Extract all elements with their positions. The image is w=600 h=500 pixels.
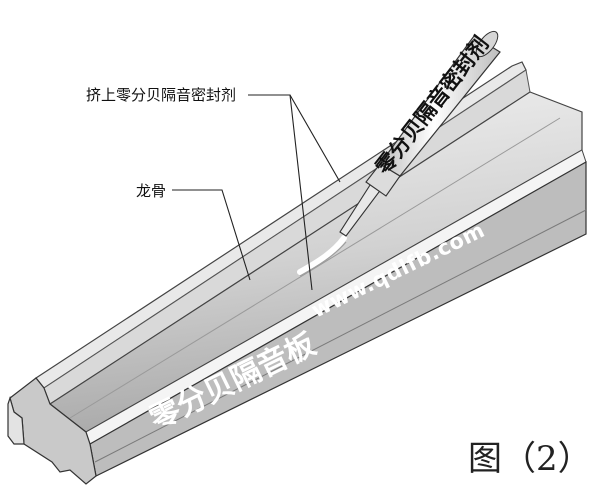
keel-groove-line bbox=[94, 209, 587, 463]
leader-lines bbox=[172, 94, 341, 291]
tube-body bbox=[379, 35, 501, 177]
keel-crease-line bbox=[69, 117, 561, 419]
tube-end bbox=[475, 30, 499, 58]
keel-profile bbox=[7, 61, 587, 485]
sealant-label: 挤上零分贝隔音密封剂 bbox=[86, 86, 236, 104]
sealant-bead-shadow bbox=[299, 241, 347, 277]
sealant-leader-branch bbox=[289, 94, 341, 183]
keel-end-lip bbox=[7, 395, 25, 445]
figure-label: 图（2） bbox=[468, 439, 592, 479]
sealant-bead bbox=[297, 235, 347, 275]
keel-leader bbox=[172, 189, 251, 281]
keel-label: 龙骨 bbox=[136, 182, 166, 200]
